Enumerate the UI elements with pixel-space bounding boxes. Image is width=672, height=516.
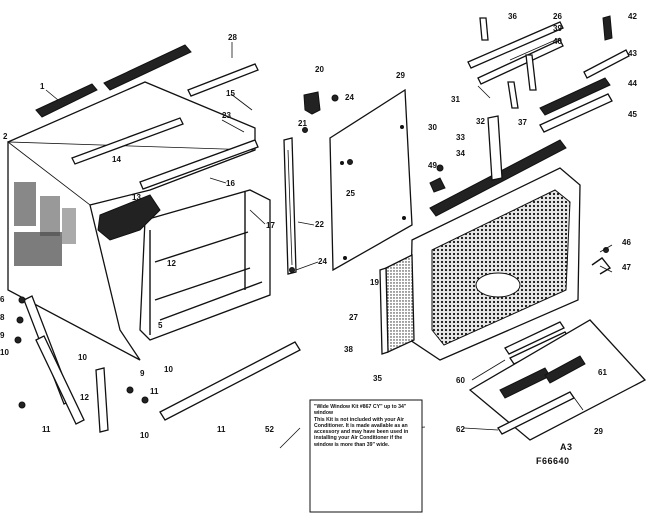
part-label: 15 [226, 89, 235, 98]
part-label: 37 [518, 118, 527, 127]
rail [525, 54, 537, 91]
part-label: 26 [553, 12, 562, 21]
bracket [602, 15, 613, 41]
clip [591, 257, 612, 275]
part-label: 19 [370, 278, 379, 287]
part-label: 36 [508, 12, 517, 21]
part-label: 12 [167, 259, 176, 268]
part-label: 47 [622, 263, 631, 272]
logo-badge [475, 272, 521, 298]
top-rails [467, 15, 630, 133]
part-label: 38 [344, 345, 353, 354]
part-label: 35 [373, 374, 382, 383]
side-panel-group [283, 88, 413, 275]
rail [187, 63, 259, 97]
side-rail [35, 335, 85, 425]
part-label: 28 [228, 33, 237, 42]
part-label: 31 [451, 95, 460, 104]
part-label: 14 [112, 155, 121, 164]
part-label: 2 [3, 132, 8, 141]
part-label: 25 [346, 189, 355, 198]
rail [507, 81, 519, 109]
cabinet-assembly [6, 44, 301, 433]
rail [583, 49, 630, 79]
part-label: 5 [158, 321, 163, 330]
mounting-bracket [97, 194, 161, 241]
part-label: 60 [456, 376, 465, 385]
part-label: 49 [428, 161, 437, 170]
rail [477, 39, 564, 85]
part-label: 29 [594, 427, 603, 436]
part-label: 10 [140, 431, 149, 440]
page-code: A3 [560, 442, 573, 452]
rail [539, 93, 613, 133]
screws [14, 296, 149, 409]
trim-piece [487, 115, 503, 181]
part-label: 45 [628, 110, 637, 119]
part-label: 11 [217, 425, 226, 434]
part-label: 34 [456, 149, 465, 158]
part-label: 52 [265, 425, 274, 434]
part-label: 27 [349, 313, 358, 322]
side-vents [14, 182, 76, 266]
top-grille-strip-left [35, 83, 98, 118]
interior-chassis [139, 189, 271, 341]
figure-id: F66640 [536, 456, 570, 466]
part-label: 10 [164, 365, 173, 374]
part-label: 32 [476, 117, 485, 126]
window-kit-parts [468, 319, 647, 441]
wide-window-kit-note: "Wide Window Kit #867 CY" up to 34" wind… [314, 404, 409, 448]
part-label: 33 [456, 133, 465, 142]
bracket [303, 91, 321, 115]
part-label: 9 [0, 331, 5, 340]
part-label: 11 [150, 387, 159, 396]
part-label: 30 [428, 123, 437, 132]
part-label: 29 [396, 71, 405, 80]
part-label: 16 [226, 179, 235, 188]
part-label: 40 [553, 37, 562, 46]
part-label: 11 [42, 425, 51, 434]
bottom-rail [159, 341, 301, 421]
part-label: 24 [345, 93, 354, 102]
part-label: 44 [628, 79, 637, 88]
part-label: 62 [456, 425, 465, 434]
part-label: 39 [553, 24, 562, 33]
part-labels: 1 2 28 15 23 14 16 13 17 12 6 8 9 10 5 1… [0, 12, 637, 440]
part-label: 43 [628, 49, 637, 58]
part-label: 12 [80, 393, 89, 402]
part-label: 6 [0, 295, 5, 304]
filter-frame [379, 267, 389, 355]
part-label: 1 [40, 82, 45, 91]
part-label: 10 [0, 348, 9, 357]
part-label: 24 [318, 257, 327, 266]
top-grille-strip-right [103, 44, 192, 91]
part-label: 46 [622, 238, 631, 247]
part-label: 10 [78, 353, 87, 362]
part-label: 23 [222, 111, 231, 120]
part-label: 42 [628, 12, 637, 21]
control-knob [429, 177, 446, 193]
kit-bar [504, 321, 565, 355]
part-label: 17 [266, 221, 275, 230]
part-label: 20 [315, 65, 324, 74]
part-label: 13 [132, 193, 141, 202]
part-label: 61 [598, 368, 607, 377]
rail [71, 117, 184, 165]
rail [139, 139, 259, 190]
grille-mesh [431, 189, 571, 346]
part-label: 22 [315, 220, 324, 229]
angle-bracket [95, 367, 109, 433]
rail [539, 77, 611, 116]
part-label: 21 [298, 119, 307, 128]
note-box [309, 399, 423, 513]
filter-panel [385, 253, 415, 354]
side-panel [329, 88, 413, 272]
part-label: 8 [0, 313, 5, 322]
rail [467, 21, 564, 69]
part-label: 9 [140, 369, 145, 378]
front-grille-assembly [379, 115, 612, 361]
